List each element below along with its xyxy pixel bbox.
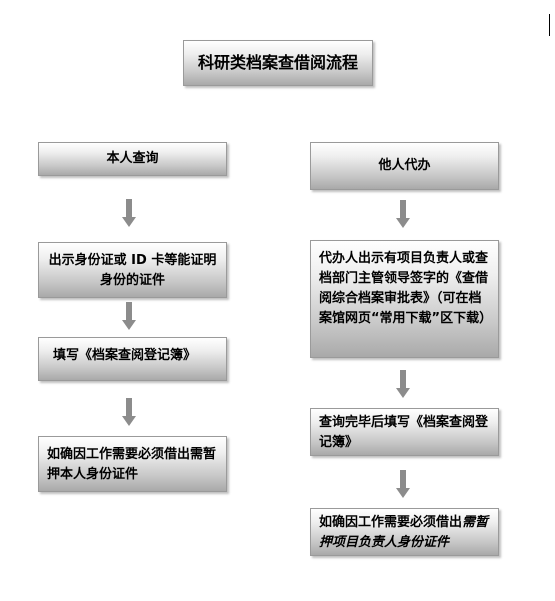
right-step-1-text: 代办人出示有项目负责人或查档部门主管领导签字的《查借阅综合档案审批表》（可在档案… — [319, 251, 493, 326]
right-step-3-text-italic: 需暂押项目负责人身份证件 — [319, 515, 489, 550]
right-arrow-1 — [396, 200, 410, 228]
left-step-2-text: 填写《档案查阅登记簿》 — [53, 348, 197, 363]
right-step-1: 代办人出示有项目负责人或查档部门主管领导签字的《查借阅综合档案审批表》（可在档案… — [310, 240, 499, 358]
left-step-3-text: 如确因工作需要必须借出需暂押本人身份证件 — [47, 447, 217, 482]
right-header-box: 他人代办 — [310, 142, 499, 190]
left-step-3: 如确因工作需要必须借出需暂押本人身份证件 — [38, 436, 227, 492]
left-arrow-1 — [122, 199, 136, 227]
edge-mark — [549, 14, 550, 36]
left-step-2: 填写《档案查阅登记簿》 — [38, 337, 227, 381]
right-step-2-text: 查询完毕后填写《档案查阅登记簿》 — [319, 415, 489, 450]
left-step-1-text: 出示身份证或 ID 卡等能证明身份的证件 — [48, 253, 217, 288]
diagram-title: 科研类档案查借阅流程 — [183, 40, 373, 86]
left-step-1: 出示身份证或 ID 卡等能证明身份的证件 — [38, 242, 227, 298]
diagram-title-text: 科研类档案查借阅流程 — [197, 53, 358, 72]
right-step-3-text-normal: 如确因工作需要必须借出 — [319, 515, 463, 530]
left-arrow-3 — [122, 398, 136, 426]
right-header-text: 他人代办 — [378, 158, 431, 173]
right-arrow-3 — [396, 470, 410, 498]
left-header-box: 本人查询 — [38, 142, 227, 176]
left-header-text: 本人查询 — [106, 151, 159, 166]
right-step-2: 查询完毕后填写《档案查阅登记簿》 — [310, 408, 499, 456]
left-arrow-2 — [122, 302, 136, 330]
right-step-3: 如确因工作需要必须借出需暂押项目负责人身份证件 — [310, 508, 499, 556]
right-arrow-2 — [396, 370, 410, 398]
